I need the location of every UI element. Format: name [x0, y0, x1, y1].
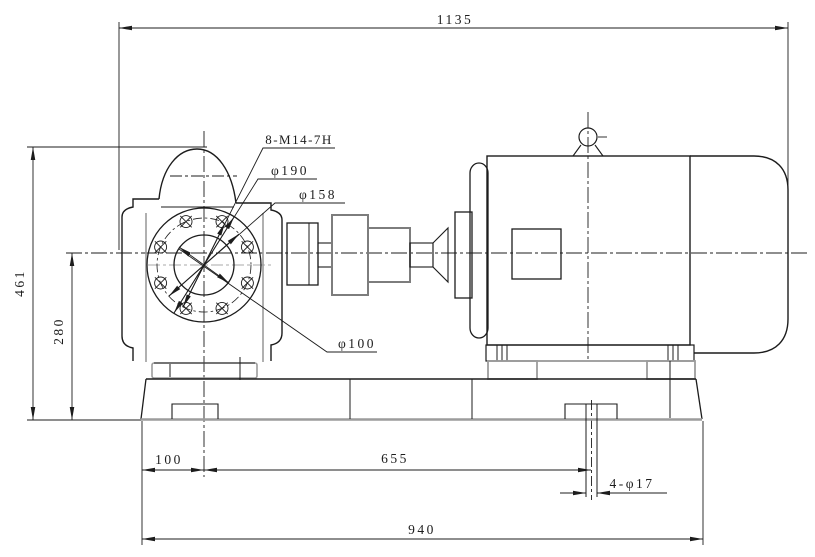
- bolt-hole: [154, 240, 168, 254]
- coupling-hub-motor: [367, 227, 411, 283]
- lifting-eye: [578, 127, 598, 147]
- motor-front-bell: [469, 162, 489, 339]
- base-left-edge: [140, 378, 147, 420]
- leader-arrow: [178, 246, 205, 266]
- dim-base-holes: 4-φ17: [609, 476, 654, 491]
- motor-pedestal-left: [487, 360, 538, 380]
- bolt-hole: [240, 240, 254, 254]
- label-flange-od: φ190: [271, 163, 309, 178]
- dim-shaft-center-height: 280: [51, 317, 66, 345]
- coupling-assembly: [286, 211, 473, 299]
- label-bolt-circle: φ158: [299, 187, 337, 202]
- bolt-hole: [215, 301, 229, 315]
- leader-m14: [182, 147, 335, 308]
- foot-bolt-slots: [496, 345, 679, 361]
- base-notch-right: [564, 403, 618, 419]
- label-flange-bolt-holes: 8-M14-7H: [265, 132, 333, 147]
- bolt-circle: [156, 217, 252, 313]
- lifting-eye-leg-right: [594, 144, 604, 157]
- leader-arrow: [203, 222, 226, 266]
- pump-shaft: [317, 242, 333, 268]
- leader-arrow: [168, 264, 205, 297]
- bearing-housing: [286, 222, 319, 286]
- label-port-bore: φ100: [338, 336, 376, 351]
- centerlines: [66, 112, 810, 500]
- dim-pump-center-offset: 100: [155, 452, 183, 467]
- leader-arrow: [182, 264, 205, 308]
- motor-foot-rail: [485, 344, 695, 362]
- motor-pedestal-right: [646, 360, 696, 380]
- lifting-eye-leg-left: [572, 144, 582, 157]
- bolt-hole: [179, 215, 193, 229]
- pump-body-left-edge: [121, 198, 159, 361]
- base-plate: [140, 378, 703, 497]
- bolt-hole: [179, 301, 193, 315]
- terminal-box: [511, 228, 562, 280]
- pump-foot: [151, 362, 258, 379]
- flange-outer-circle: [146, 207, 262, 323]
- motor-side-view: [469, 127, 789, 418]
- coupling-hub-pump: [331, 214, 369, 296]
- motor-end-cap: [690, 155, 789, 354]
- base-notch-left: [171, 403, 219, 419]
- motor-bearing-boss: [454, 211, 473, 299]
- pump-body-right-edge: [236, 202, 283, 361]
- bolt-hole: [240, 276, 254, 290]
- pump-dome: [158, 148, 237, 204]
- dimension-annotations: [27, 22, 789, 545]
- dim-base-hole-span: 655: [381, 451, 409, 466]
- dim-overall-length: 1135: [437, 12, 474, 27]
- base-right-edge: [695, 378, 703, 420]
- bolt-hole: [154, 276, 168, 290]
- leader-arrow: [203, 216, 235, 266]
- dim-base-length: 940: [408, 522, 436, 537]
- motor-body: [486, 155, 691, 346]
- dim-overall-height: 461: [12, 269, 27, 297]
- leader-arrow: [173, 264, 205, 314]
- motor-shaft: [409, 242, 434, 268]
- shaft-taper: [432, 226, 449, 284]
- leader-d190: [173, 178, 317, 314]
- leader-arrow: [203, 264, 230, 284]
- port-bore-circle: [173, 234, 235, 296]
- leader-d100: [178, 248, 377, 353]
- dimension-texts: 1135 461 280 100 655 940 4-φ17 8-M14-7H …: [12, 12, 654, 537]
- leader-arrow: [203, 233, 240, 266]
